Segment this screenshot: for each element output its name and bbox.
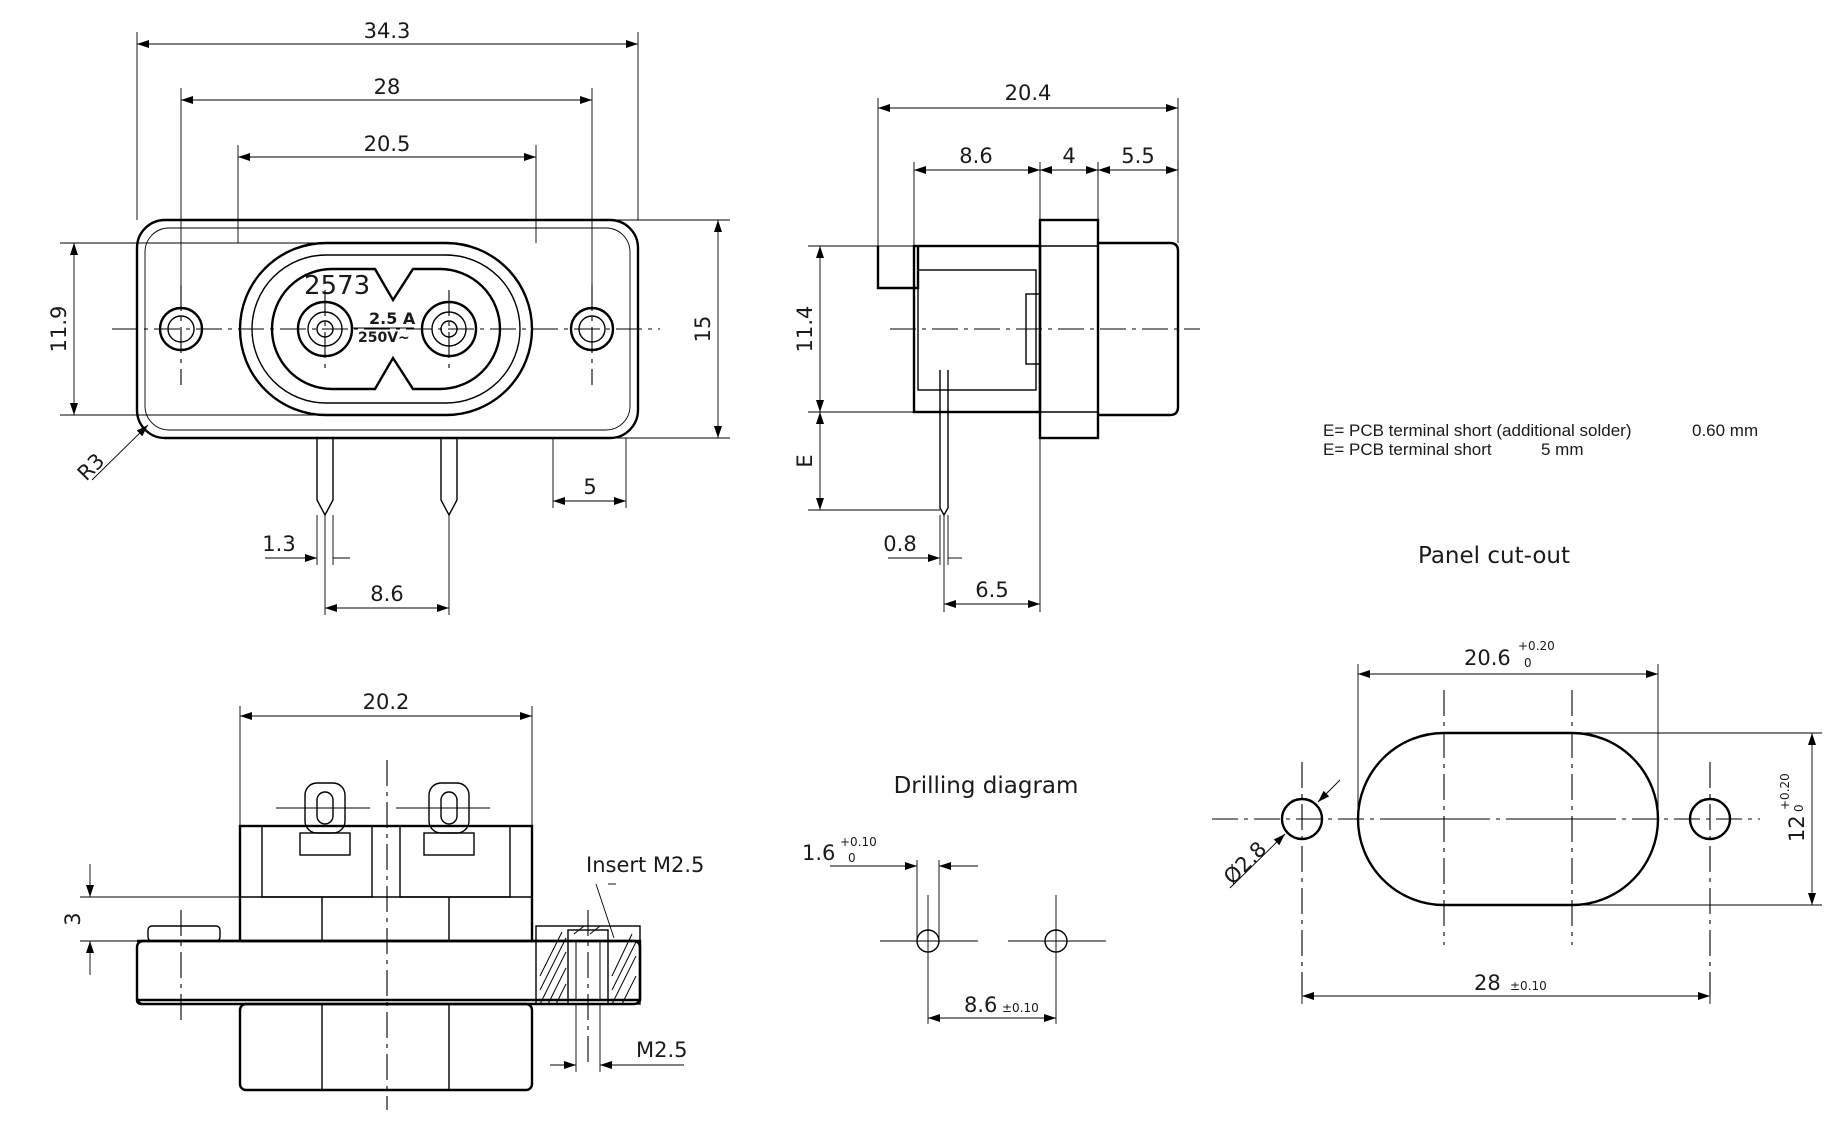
dim-pin-pitch: 8.6 <box>370 582 403 606</box>
voltage-marking: 250V~ <box>358 330 410 346</box>
cutout-height-tol-lower: 0 <box>1792 804 1806 812</box>
cutout-title: Panel cut-out <box>1418 543 1570 569</box>
dim-front-depth: 5.5 <box>1121 144 1154 168</box>
cutout-height-tol-upper: +0.20 <box>1778 773 1792 810</box>
dim-radius: R3 <box>73 449 110 486</box>
dim-pin-thickness: 0.8 <box>883 532 916 556</box>
cutout-width-tol-upper: +0.20 <box>1518 639 1555 653</box>
note-line-2-value: 5 mm <box>1541 440 1584 459</box>
front-view: 2573 2.5 A 250V~ 34.3 28 20.5 11.9 <box>47 19 730 615</box>
dim-pin-offset: 6.5 <box>975 578 1008 602</box>
drilling-diagram: Drilling diagram 1.6 +0.10 0 8.6 ±0.10 <box>802 773 1106 1024</box>
insert-label: Insert M2.5 <box>586 853 704 877</box>
cutout-hole-spacing: 28 <box>1474 971 1501 995</box>
terminal-notes: E= PCB terminal short (additional solder… <box>1323 421 1758 459</box>
dim-overall-width: 34.3 <box>364 19 411 43</box>
part-number-marking: 2573 <box>304 271 370 301</box>
dim-overall-depth: 20.4 <box>1005 81 1052 105</box>
drill-pitch-tol: ±0.10 <box>1002 1001 1039 1015</box>
dim-flange-thickness: 4 <box>1062 144 1075 168</box>
note-line-2-label: E= PCB terminal short <box>1323 440 1492 459</box>
drilling-title: Drilling diagram <box>894 773 1079 799</box>
cutout-height: 12 <box>1785 815 1809 842</box>
dim-body-height: 11.9 <box>47 306 71 353</box>
dim-body-width: 20.5 <box>364 132 411 156</box>
dim-pin-width: 1.3 <box>262 532 295 556</box>
dim-ear: 5 <box>583 475 596 499</box>
dim-step: 3 <box>61 912 85 925</box>
thread-label: M2.5 <box>636 1038 688 1062</box>
cutout-hole-dia: Ø2.8 <box>1219 837 1271 889</box>
cutout-hole-spacing-tol: ±0.10 <box>1510 979 1547 993</box>
dim-terminal-E: E <box>793 454 817 467</box>
dim-flange-height: 15 <box>691 316 715 343</box>
current-marking: 2.5 A <box>369 309 416 328</box>
drill-pitch: 8.6 <box>964 993 997 1017</box>
dim-height: 11.4 <box>793 306 817 353</box>
drill-hole-tol-upper: +0.10 <box>840 835 877 849</box>
panel-cutout: Panel cut-out 20.6 +0.20 0 12 +0.20 0 Ø2… <box>1212 543 1822 1004</box>
dim-hole-spacing: 28 <box>374 75 401 99</box>
note-line-1-label: E= PCB terminal short (additional solder… <box>1323 421 1632 440</box>
dim-bottom-width: 20.2 <box>363 690 410 714</box>
bottom-view: 20.2 3 Insert M2.5 M2.5 <box>61 690 704 1110</box>
cutout-width-tol-lower: 0 <box>1524 656 1532 670</box>
drill-hole-tol-lower: 0 <box>848 851 856 865</box>
cutout-width: 20.6 <box>1464 646 1511 670</box>
note-line-1-value: 0.60 mm <box>1692 421 1758 440</box>
dim-rear-depth: 8.6 <box>959 144 992 168</box>
side-view: 20.4 8.6 4 5.5 11.4 E 0.8 6.5 <box>793 81 1200 612</box>
drill-hole-dia: 1.6 <box>802 841 835 865</box>
